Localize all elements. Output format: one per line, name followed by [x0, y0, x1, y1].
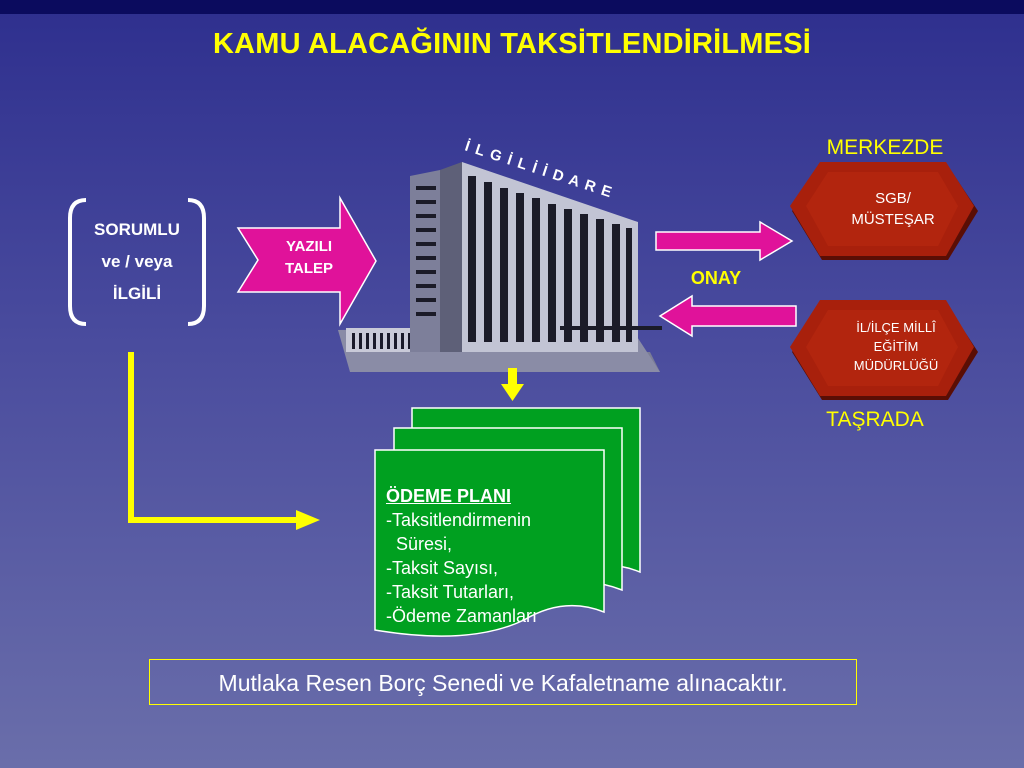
- slide-title: KAMU ALACAĞININ TAKSİTLENDİRİLMESİ: [212, 28, 812, 60]
- province-label: TAŞRADA: [826, 408, 924, 431]
- approval-label: ONAY: [690, 268, 742, 288]
- document-front: [374, 449, 605, 637]
- center-hexagon: [790, 162, 978, 260]
- applicant-group: SORUMLU ve / veya İLGİLİ: [64, 196, 210, 328]
- payment-plan-line: -Ödeme Zamanları: [386, 606, 538, 626]
- request-line-1: YAZILI: [285, 238, 333, 255]
- province-authority: İL/İLÇE MİLLÎ EĞİTİM MÜDÜRLÜĞÜ: [826, 318, 966, 375]
- approval-arrow-to-center: [655, 220, 794, 262]
- note-box: Mutlaka Resen Borç Senedi ve Kafaletname…: [149, 659, 857, 705]
- top-bar: [0, 0, 1024, 14]
- payment-plan: ÖDEME PLANI -Taksitlendirmenin Süresi, -…: [386, 484, 596, 628]
- building-icon: [338, 162, 662, 372]
- center-label: MERKEZDE: [826, 136, 944, 159]
- payment-plan-line: -Taksitlendirmenin: [386, 510, 532, 530]
- payment-plan-line: Süresi,: [386, 534, 453, 554]
- applicant-line-2: ve / veya: [101, 252, 173, 271]
- payment-plan-line: -Taksit Sayısı,: [386, 558, 499, 578]
- bracket-shape: [68, 198, 206, 326]
- down-arrow-icon: [501, 368, 524, 401]
- center-authority-line-1: SGB/: [875, 190, 911, 207]
- payment-plan-line: -Taksit Tutarları,: [386, 582, 515, 602]
- province-authority-line-1: İL/İLÇE MİLLÎ: [856, 320, 936, 335]
- connector-arrowhead: [296, 510, 320, 530]
- center-authority: SGB/ MÜSTEŞAR: [828, 188, 958, 230]
- request-line-2: TALEP: [284, 260, 334, 277]
- province-authority-line-2: EĞİTİM: [873, 339, 919, 354]
- connector-line: [128, 352, 298, 523]
- applicant-text: SORUMLU ve / veya İLGİLİ: [64, 214, 210, 310]
- approval-arrow-from-province: [658, 294, 797, 338]
- payment-plan-heading: ÖDEME PLANI: [386, 486, 512, 506]
- applicant-line-1: SORUMLU: [94, 220, 180, 239]
- province-hexagon: [790, 300, 978, 400]
- request-text: YAZILI TALEP: [268, 236, 350, 280]
- center-authority-line-2: MÜSTEŞAR: [851, 211, 935, 228]
- applicant-line-3: İLGİLİ: [112, 284, 162, 303]
- province-authority-line-3: MÜDÜRLÜĞÜ: [853, 358, 939, 373]
- request-arrow: [236, 195, 377, 327]
